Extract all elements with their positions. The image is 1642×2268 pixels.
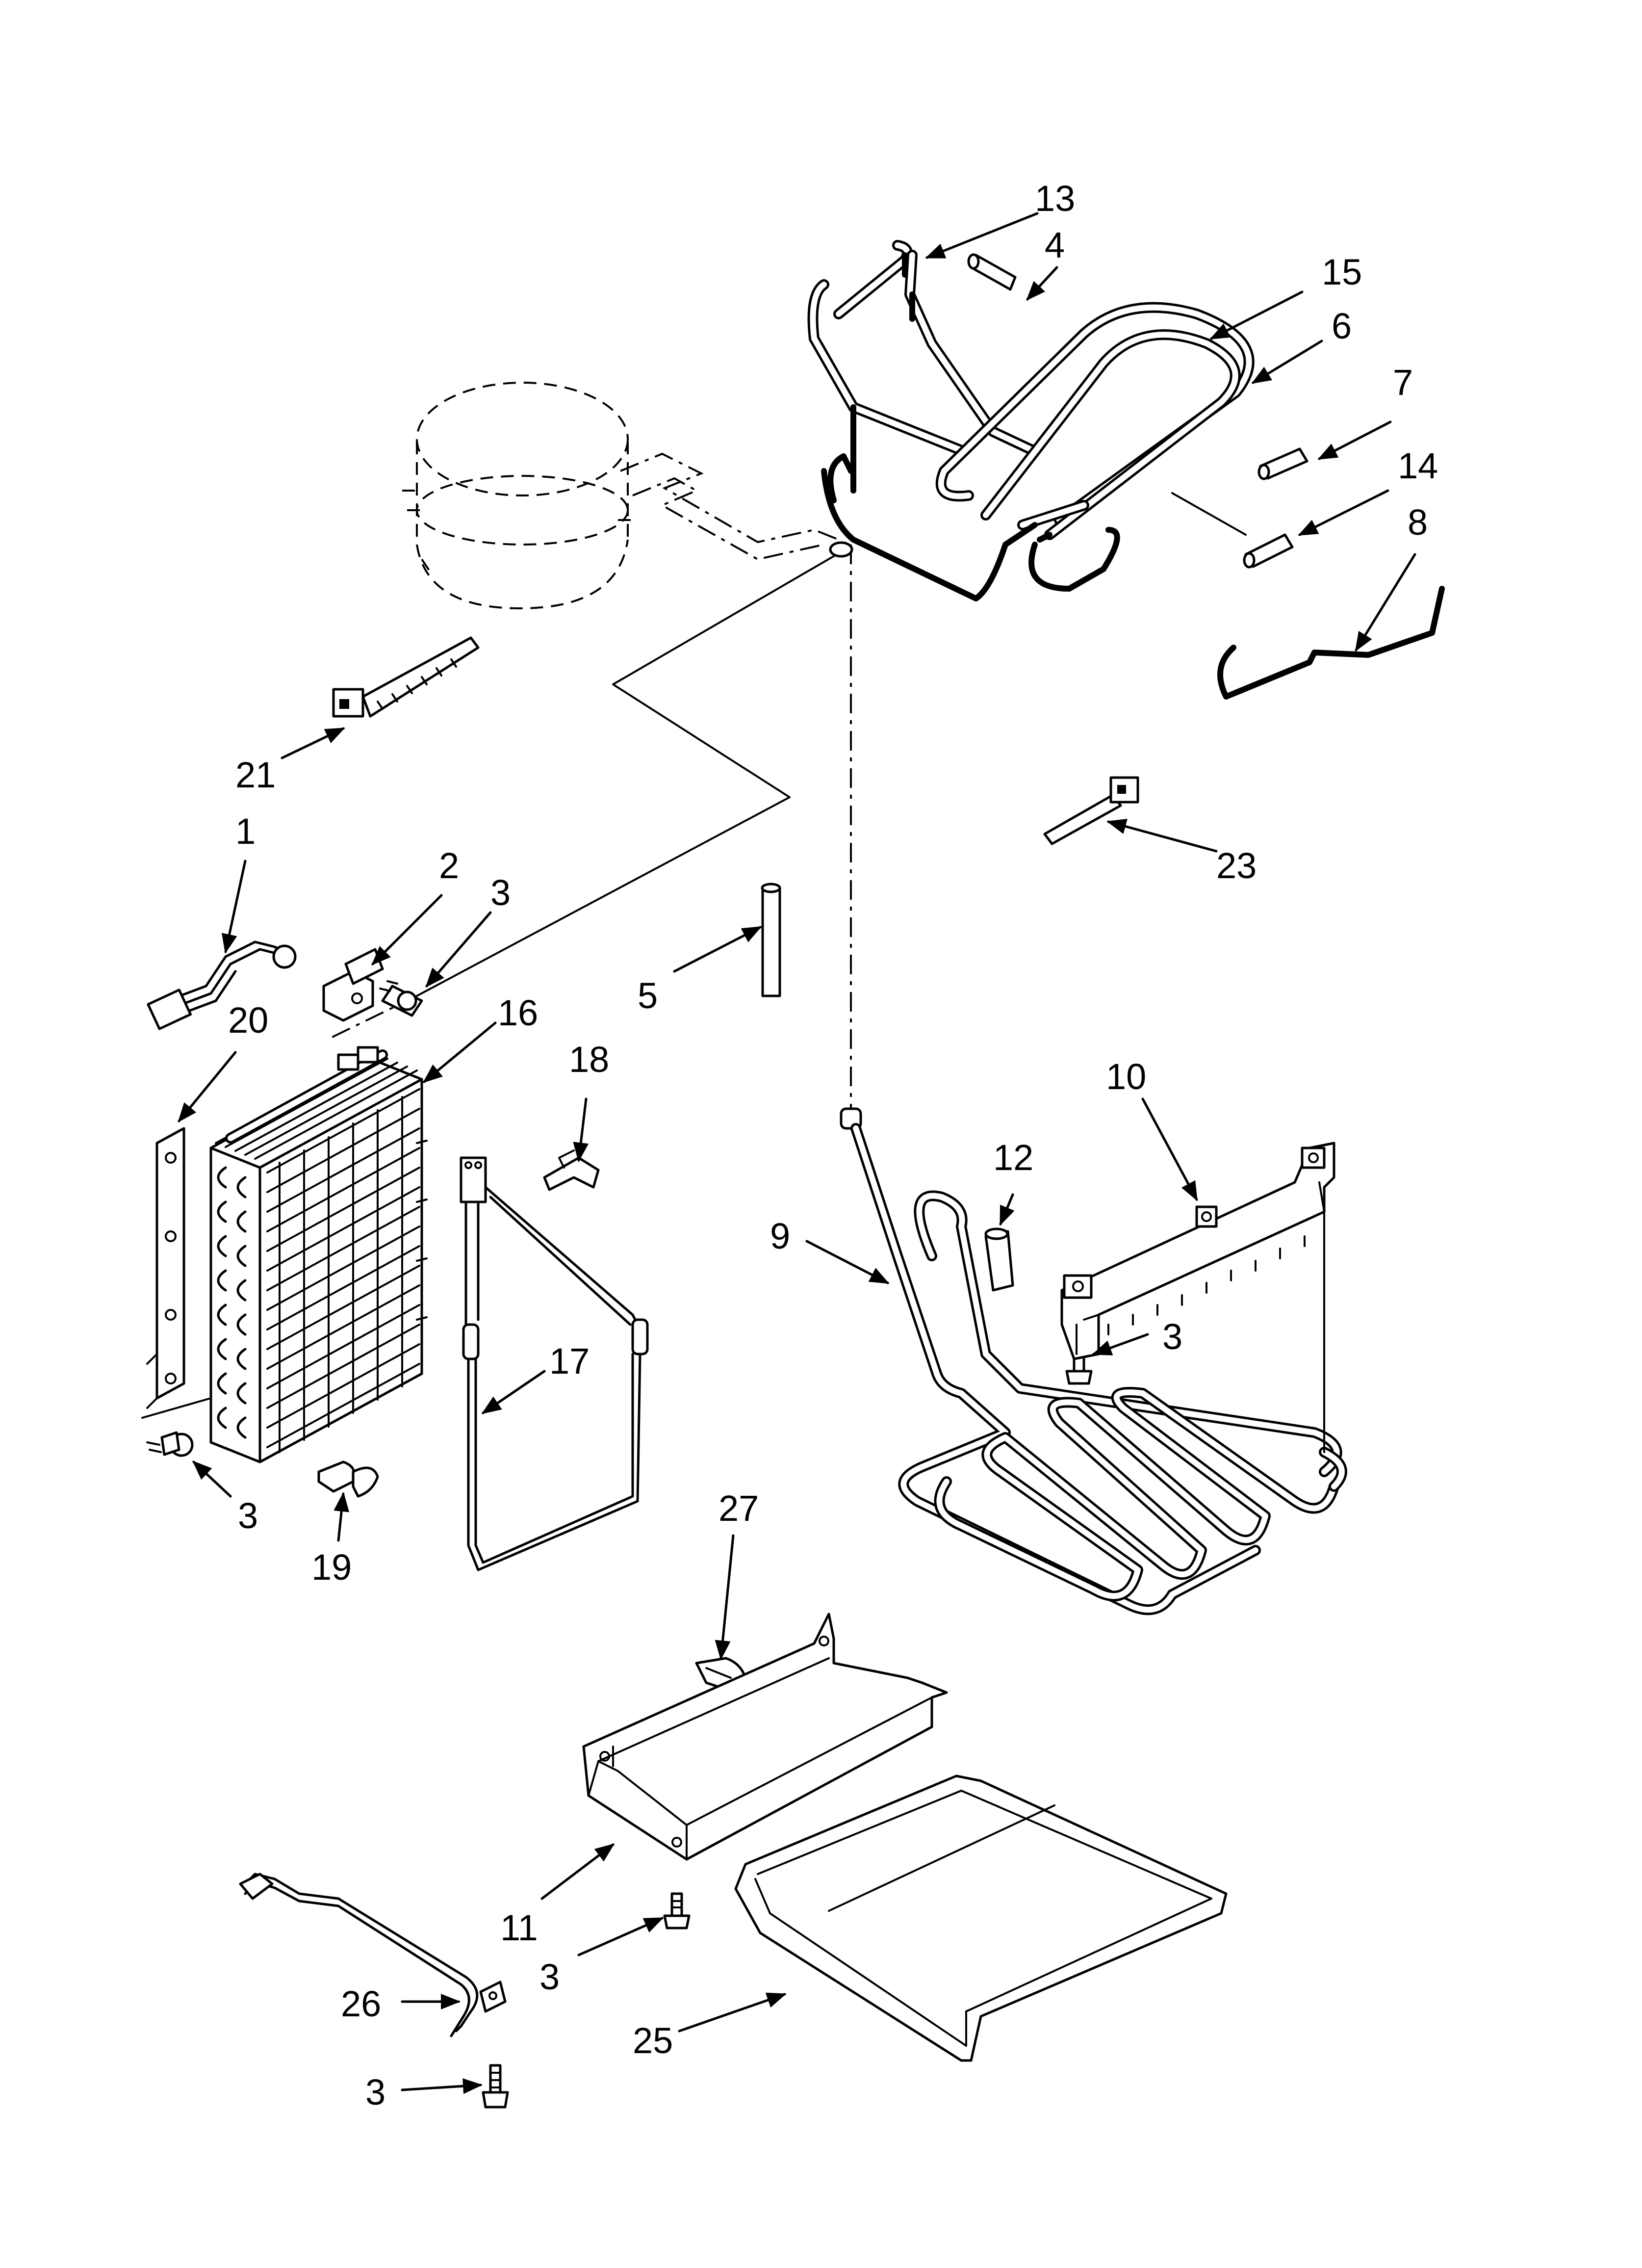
callout-3-d: 3 [539,1956,560,1997]
ferrule-part-4 [967,253,1017,291]
clip-part-18 [543,1149,600,1191]
callout-16: 16 [498,992,538,1033]
callout-6: 6 [1332,306,1352,346]
wire-harness-part-1 [147,940,297,1030]
callout-17: 17 [549,1341,590,1382]
callout-25: 25 [633,2020,673,2061]
screw-part-3-e [482,2064,509,2109]
bracket-wire-part-26 [239,1873,507,2037]
callout-2: 2 [439,845,459,886]
screw-part-3-d [663,1892,691,1929]
callout-21: 21 [235,755,276,795]
callout-10: 10 [1106,1056,1146,1097]
callout-3-e: 3 [365,2072,385,2112]
heater-wire-part-17 [460,1156,649,1571]
drain-tray-part-11 [582,1613,948,1861]
cable-tie-part-23 [1043,776,1139,845]
callout-12: 12 [993,1137,1033,1178]
drip-pan-part-25 [734,1774,1228,2062]
compressor-phantom [402,382,638,610]
bracket-part-2 [322,948,384,1022]
callout-5: 5 [638,975,658,1016]
ferrule-part-14 [1243,533,1294,569]
cable-tie-part-21 [332,636,480,718]
mounting-bracket-part-20 [141,1127,212,1419]
callout-9: 9 [770,1216,790,1256]
screw-part-3-a [379,980,423,1017]
callout-3-b: 3 [238,1495,258,1536]
callout-8: 8 [1408,502,1428,543]
callout-7: 7 [1393,362,1413,403]
callout-4: 4 [1045,225,1065,265]
callout-14: 14 [1398,445,1438,486]
defrost-heater-part-9 [840,1107,1347,1616]
callout-11: 11 [500,1907,538,1948]
refrigerant-line-phantom [326,452,1247,1109]
condenser-loop-tube [807,240,1255,601]
clip-part-19 [317,1460,379,1498]
callout-1: 1 [235,811,256,852]
callout-27: 27 [718,1488,759,1529]
tube-part-5 [761,883,781,997]
callout-20: 20 [228,1000,268,1041]
leader-arrows [178,212,1416,2094]
callout-13: 13 [1035,178,1075,219]
callout-15: 15 [1322,252,1362,292]
callout-19: 19 [311,1547,352,1588]
callout-26: 26 [341,1983,381,2024]
callout-3-a: 3 [490,872,511,913]
screw-part-3-b [146,1431,194,1457]
evaporator-coil-part-16 [209,1046,428,1463]
callout-3-c: 3 [1162,1316,1182,1357]
callout-23: 23 [1216,845,1257,886]
tube-part-12 [984,1227,1014,1292]
callout-labels: 13 4 15 6 7 14 8 23 21 1 2 3 20 16 5 18 … [228,178,1438,2112]
heater-bracket-part-10 [1060,1142,1335,1360]
ferrule-part-7 [1257,447,1308,480]
drain-wire-part-8 [1217,586,1445,700]
callout-18: 18 [569,1039,609,1080]
